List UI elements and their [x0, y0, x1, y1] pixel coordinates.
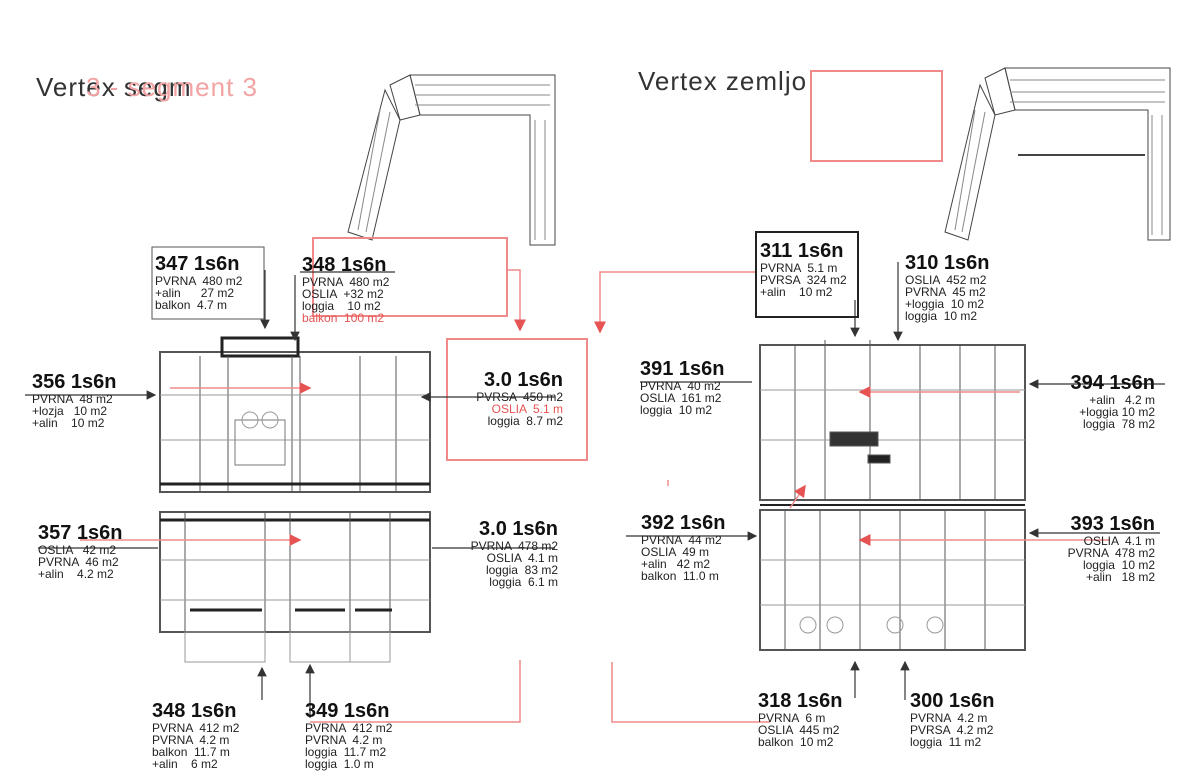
- unit-area-line: loggia 10 m2: [1082, 558, 1155, 572]
- unit-area-line: PVRNA 46 m2: [38, 555, 119, 569]
- unit-area-line: loggia 83 m2: [485, 563, 558, 577]
- unit-area-line: PVRNA 480 m2: [155, 274, 243, 288]
- left-unit-label-top-1: 347 1s6n PVRNA 480 m2 +alin 27 m2 balkon…: [155, 253, 242, 311]
- unit-area-line: balkon 100 m2: [302, 311, 385, 325]
- unit-area-line: loggia 10 m2: [905, 309, 978, 323]
- right-unit-label-bottom-2: 300 1s6n PVRNA 4.2 m PVRSA 4.2 m2 loggia…: [910, 690, 995, 748]
- unit-area-line: loggia 11 m2: [910, 735, 982, 749]
- unit-area-line: PVRNA 478 m2: [470, 539, 558, 553]
- unit-area-line: PVRNA 45 m2: [905, 285, 986, 299]
- unit-area-line: OSLIA 4.1 m: [486, 551, 558, 565]
- left-unit-label-bottom-1: 348 1s6n PVRNA 412 m2 PVRNA 4.2 m balkon…: [152, 700, 239, 770]
- left-floorplan-upper: [159, 336, 431, 493]
- unit-area-line: +loggia 10 m2: [1079, 405, 1155, 419]
- unit-area-line: +alin 27 m2: [155, 286, 235, 300]
- unit-area-line: +lozja 10 m2: [32, 404, 108, 418]
- left-floorplan-lower: [159, 511, 431, 663]
- right-unit-label-low-2: 393 1s6n OSLIA 4.1 m PVRNA 478 m2 loggia…: [1055, 513, 1155, 583]
- unit-area-line: loggia 6.1 m: [489, 575, 558, 589]
- left-unit-label-bottom-2: 349 1s6n PVRNA 412 m2 PVRNA 4.2 m loggia…: [305, 700, 392, 770]
- unit-area-line: PVRNA 412 m2: [152, 721, 240, 735]
- unit-area-line: loggia 10 m2: [302, 299, 381, 313]
- unit-number: 311 1s6n: [760, 240, 844, 262]
- title-left: Vertex segm: [36, 72, 192, 102]
- unit-number: 393 1s6n: [1070, 513, 1155, 535]
- unit-number: 349 1s6n: [305, 700, 390, 722]
- right-unit-label-bottom-1: 318 1s6n PVRNA 6 m OSLIA 445 m2 balkon 1…: [758, 690, 843, 748]
- unit-area-line: +alin 18 m2: [1085, 570, 1155, 584]
- unit-number: 300 1s6n: [910, 690, 995, 712]
- unit-area-line: PVRNA 412 m2: [305, 721, 393, 735]
- unit-area-line: PVRNA 480 m2: [302, 275, 390, 289]
- unit-number: 394 1s6n: [1070, 372, 1155, 394]
- unit-area-line: OSLIA 5.1 m: [491, 402, 563, 416]
- unit-area-line: OSLIA 445 m2: [758, 723, 840, 737]
- unit-area-line: +alin 42 m2: [641, 557, 711, 571]
- unit-area-line: loggia 10 m2: [640, 403, 713, 417]
- unit-number: 3.0 1s6n: [484, 369, 563, 391]
- unit-area-line: PVRSA 4.2 m2: [910, 723, 994, 737]
- unit-area-line: PVRSA 324 m2: [760, 273, 847, 287]
- right-keyplan: [944, 67, 1171, 241]
- unit-area-line: PVRSA 450 m2: [476, 390, 563, 404]
- unit-area-line: PVRNA 40 m2: [640, 379, 721, 393]
- unit-area-line: PVRNA 4.2 m: [305, 733, 383, 747]
- unit-number: 391 1s6n: [640, 358, 725, 380]
- unit-area-line: PVRNA 478 m2: [1067, 546, 1155, 560]
- unit-number: 347 1s6n: [155, 253, 240, 275]
- right-unit-label-top-2: 310 1s6n OSLIA 452 m2 PVRNA 45 m2 +loggi…: [905, 252, 990, 322]
- right-floorplan-lower: [759, 509, 1026, 651]
- unit-area-line: +alin 4.2 m2: [38, 567, 114, 581]
- unit-area-line: PVRNA 4.2 m: [910, 711, 988, 725]
- unit-number: 357 1s6n: [38, 522, 123, 544]
- unit-area-line: loggia 8.7 m2: [487, 414, 563, 428]
- left-unit-label-mid-1: 356 1s6n PVRNA 48 m2 +lozja 10 m2 +alin …: [32, 371, 117, 429]
- left-unit-label-mid-2: 3.0 1s6n PVRSA 450 m2 OSLIA 5.1 m loggia…: [463, 369, 563, 427]
- unit-area-line: OSLIA 161 m2: [640, 391, 722, 405]
- title-right: Vertex zemljo: [638, 66, 808, 96]
- unit-area-line: PVRNA 4.2 m: [152, 733, 230, 747]
- unit-number: 318 1s6n: [758, 690, 843, 712]
- right-unit-label-mid-1: 391 1s6n PVRNA 40 m2 OSLIA 161 m2 loggia…: [640, 358, 725, 416]
- unit-area-line: PVRNA 6 m: [758, 711, 826, 725]
- unit-area-line: OSLIA +32 m2: [302, 287, 384, 301]
- unit-area-line: OSLIA 452 m2: [905, 273, 987, 287]
- unit-number: 356 1s6n: [32, 371, 117, 393]
- unit-area-line: balkon 4.7 m: [155, 298, 228, 312]
- unit-area-line: OSLIA 49 m: [641, 545, 710, 559]
- right-unit-label-mid-2: 394 1s6n +alin 4.2 m +loggia 10 m2 loggi…: [1055, 372, 1155, 430]
- unit-number: 348 1s6n: [152, 700, 237, 722]
- unit-area-line: PVRNA 48 m2: [32, 392, 113, 406]
- unit-area-line: +alin 10 m2: [760, 285, 833, 299]
- unit-area-line: loggia 1.0 m: [305, 757, 374, 771]
- unit-area-line: loggia 78 m2: [1082, 417, 1155, 431]
- unit-area-line: OSLIA 4.1 m: [1083, 534, 1155, 548]
- unit-area-line: +alin 6 m2: [152, 757, 218, 771]
- unit-area-line: PVRNA 5.1 m: [760, 261, 838, 275]
- unit-area-line: OSLIA 42 m2: [38, 543, 117, 557]
- unit-number: 310 1s6n: [905, 252, 990, 274]
- left-unit-label-low-2: 3.0 1s6n PVRNA 478 m2 OSLIA 4.1 m loggia…: [458, 518, 558, 588]
- unit-number: 392 1s6n: [641, 512, 726, 534]
- unit-area-line: PVRNA 44 m2: [641, 533, 722, 547]
- left-keyplan: [347, 74, 556, 246]
- left-unit-label-low-1: 357 1s6n OSLIA 42 m2 PVRNA 46 m2 +alin 4…: [38, 522, 123, 580]
- unit-area-line: +alin 4.2 m: [1089, 393, 1155, 407]
- left-unit-label-top-2: 348 1s6n PVRNA 480 m2 OSLIA +32 m2 loggi…: [302, 254, 389, 324]
- right-unit-label-top-1: 311 1s6n PVRNA 5.1 m PVRSA 324 m2 +alin …: [760, 240, 847, 298]
- unit-number: 348 1s6n: [302, 254, 387, 276]
- unit-area-line: balkon 10 m2: [758, 735, 834, 749]
- unit-number: 3.0 1s6n: [479, 518, 558, 540]
- unit-area-line: balkon 11.0 m: [641, 569, 719, 583]
- right-floorplan-upper: [759, 340, 1026, 506]
- title-left-overlay: 3 - segment 3: [86, 72, 258, 102]
- unit-area-line: loggia 11.7 m2: [305, 745, 387, 759]
- unit-area-line: balkon 11.7 m: [152, 745, 230, 759]
- right-unit-label-low-1: 392 1s6n PVRNA 44 m2 OSLIA 49 m +alin 42…: [641, 512, 726, 582]
- unit-area-line: +alin 10 m2: [32, 416, 105, 430]
- unit-area-line: +loggia 10 m2: [905, 297, 985, 311]
